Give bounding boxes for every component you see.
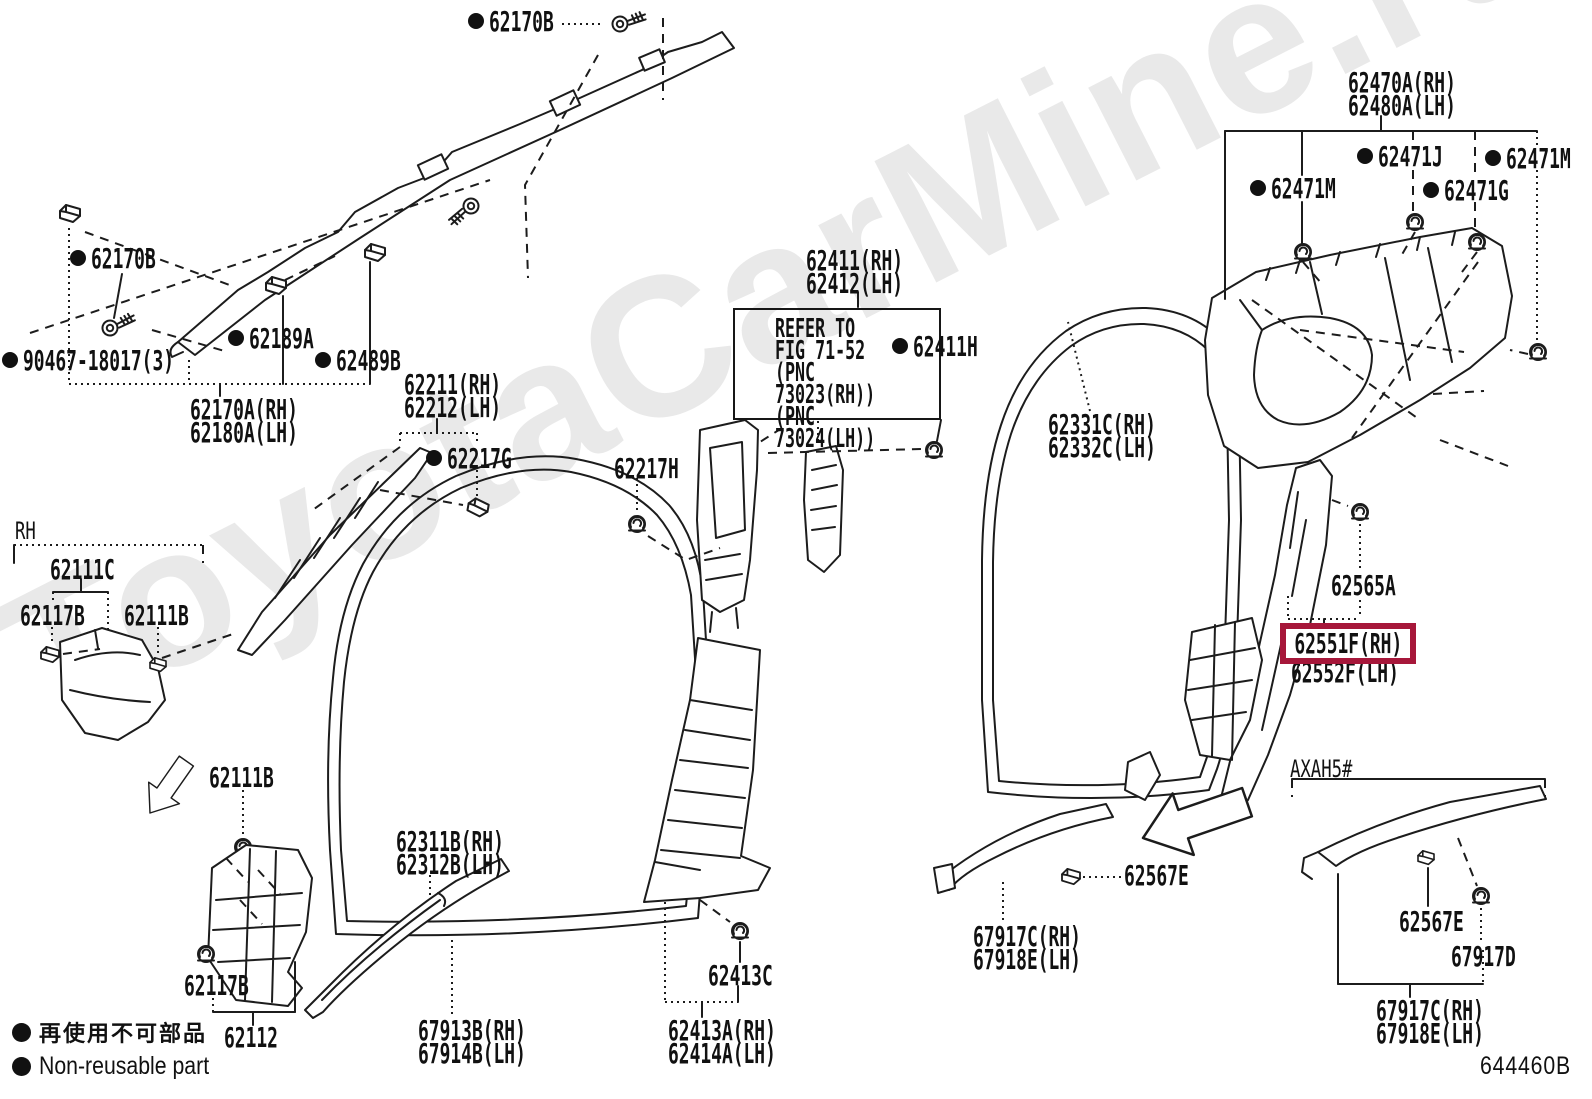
- non-reusable-bullet-icon: [315, 352, 331, 368]
- legend: 再使用不可部品 Non-reusable part: [12, 1016, 239, 1085]
- part-label-62411[interactable]: 62411(RH)62412(LH): [806, 244, 904, 300]
- cowl-side-trim-drawing: [13, 544, 313, 1026]
- part-label-62471j[interactable]: 62471J: [1357, 143, 1479, 171]
- part-label-67913b[interactable]: 67913B(RH)67914B(LH): [418, 1014, 526, 1070]
- part-label-90467-18017[interactable]: 90467-18017(3): [2, 347, 259, 375]
- part-label-62471g[interactable]: 62471G: [1423, 177, 1545, 205]
- b-pillar-upper-drawing: [628, 291, 943, 633]
- rear-scuff-plate-drawing: [933, 770, 1259, 923]
- part-label-62565a[interactable]: 62565A: [1331, 569, 1396, 602]
- refer-note-line: (PNC 73024(LH)): [775, 402, 876, 454]
- front-scuff-plate-drawing: [304, 858, 510, 1019]
- non-reusable-bullet-icon: [468, 13, 484, 29]
- non-reusable-bullet-icon: [70, 250, 86, 266]
- a-pillar-garnish-drawing: [237, 418, 491, 656]
- b-pillar-lower-drawing: [643, 637, 771, 1018]
- part-label-62111b-1[interactable]: 62111B: [124, 599, 189, 632]
- part-label-62567e-center[interactable]: 62567E: [1124, 859, 1189, 892]
- diagram-code: 644460B: [1480, 1052, 1572, 1080]
- part-label-62471m-left[interactable]: 62471M: [1250, 175, 1372, 203]
- refer-note: REFER TO FIG 71-52 (PNC 73023(RH)) (PNC …: [733, 308, 941, 452]
- part-label-62311b[interactable]: 62311B(RH)62312B(LH): [396, 825, 504, 881]
- legend-row-jp: 再使用不可部品: [12, 1016, 239, 1048]
- part-label-axah5: AXAH5#: [1290, 755, 1353, 783]
- part-label-62217h[interactable]: 62217H: [614, 452, 679, 485]
- part-label-67917c-right[interactable]: 67917C(RH)67918E(LH): [1376, 994, 1484, 1050]
- non-reusable-bullet-icon: [12, 1022, 31, 1042]
- part-label-rh: RH: [15, 517, 36, 545]
- axah5-rocker-drawing: [1291, 778, 1547, 998]
- non-reusable-bullet-icon: [12, 1057, 31, 1076]
- part-label-62211[interactable]: 62211(RH)62212(LH): [404, 368, 502, 424]
- part-label-62552f[interactable]: 62552F(LH): [1291, 656, 1399, 689]
- part-label-62217g[interactable]: 62217G: [426, 445, 548, 473]
- part-label-67917c-center[interactable]: 67917C(RH)67918E(LH): [973, 920, 1081, 976]
- part-label-67917d[interactable]: 67917D: [1451, 940, 1516, 973]
- part-label-62471m-right[interactable]: 62471M: [1485, 145, 1592, 173]
- part-label-62170a[interactable]: 62170A(RH)62180A(LH): [190, 393, 298, 449]
- non-reusable-bullet-icon: [426, 450, 442, 466]
- part-label-62489b[interactable]: 62489B: [315, 347, 437, 375]
- part-label-62111b-2[interactable]: 62111B: [209, 761, 274, 794]
- non-reusable-bullet-icon: [2, 352, 18, 368]
- non-reusable-bullet-icon: [1423, 182, 1439, 198]
- part-label-62170b-left[interactable]: 62170B: [70, 245, 192, 273]
- part-label-62111c[interactable]: 62111C: [50, 553, 115, 586]
- highlighted-part-number[interactable]: 62551F(RH): [1294, 627, 1402, 660]
- part-label-62170b-top[interactable]: 62170B: [468, 8, 590, 36]
- rear-door-weatherstrip-drawing: [981, 306, 1242, 800]
- part-label-62413a[interactable]: 62413A(RH)62414A(LH): [668, 1014, 776, 1070]
- part-label-62413c[interactable]: 62413C: [708, 959, 773, 992]
- legend-text-jp: 再使用不可部品: [39, 1022, 208, 1047]
- highlighted-part-box[interactable]: 62551F(RH): [1280, 623, 1416, 664]
- part-label-62112[interactable]: 62112: [224, 1021, 278, 1054]
- curtain-airbag-drawing: [29, 10, 735, 397]
- part-label-62411h[interactable]: 62411H: [892, 333, 1014, 361]
- part-label-62331c[interactable]: 62331C(RH)62332C(LH): [1048, 408, 1156, 464]
- refer-note-line: REFER TO: [775, 314, 856, 344]
- legend-text-en: Non-reusable part: [39, 1052, 210, 1080]
- refer-note-line: (PNC 73023(RH)): [775, 358, 876, 410]
- part-label-62117b-2[interactable]: 62117B: [184, 969, 249, 1002]
- non-reusable-bullet-icon: [228, 330, 244, 346]
- part-label-62117b-1[interactable]: 62117B: [20, 599, 85, 632]
- c-pillar-garnish-drawing: [1124, 459, 1369, 819]
- part-label-62189a[interactable]: 62189A: [228, 325, 350, 353]
- part-label-62470a[interactable]: 62470A(RH)62480A(LH): [1348, 66, 1456, 122]
- non-reusable-bullet-icon: [892, 338, 908, 354]
- non-reusable-bullet-icon: [1357, 148, 1373, 164]
- refer-note-line: FIG 71-52: [775, 336, 866, 366]
- quarter-trim-panel-drawing: [1204, 115, 1547, 523]
- non-reusable-bullet-icon: [1250, 180, 1266, 196]
- non-reusable-bullet-icon: [1485, 150, 1501, 166]
- part-label-62567e-right[interactable]: 62567E: [1399, 905, 1464, 938]
- legend-row-en: Non-reusable part: [12, 1052, 239, 1081]
